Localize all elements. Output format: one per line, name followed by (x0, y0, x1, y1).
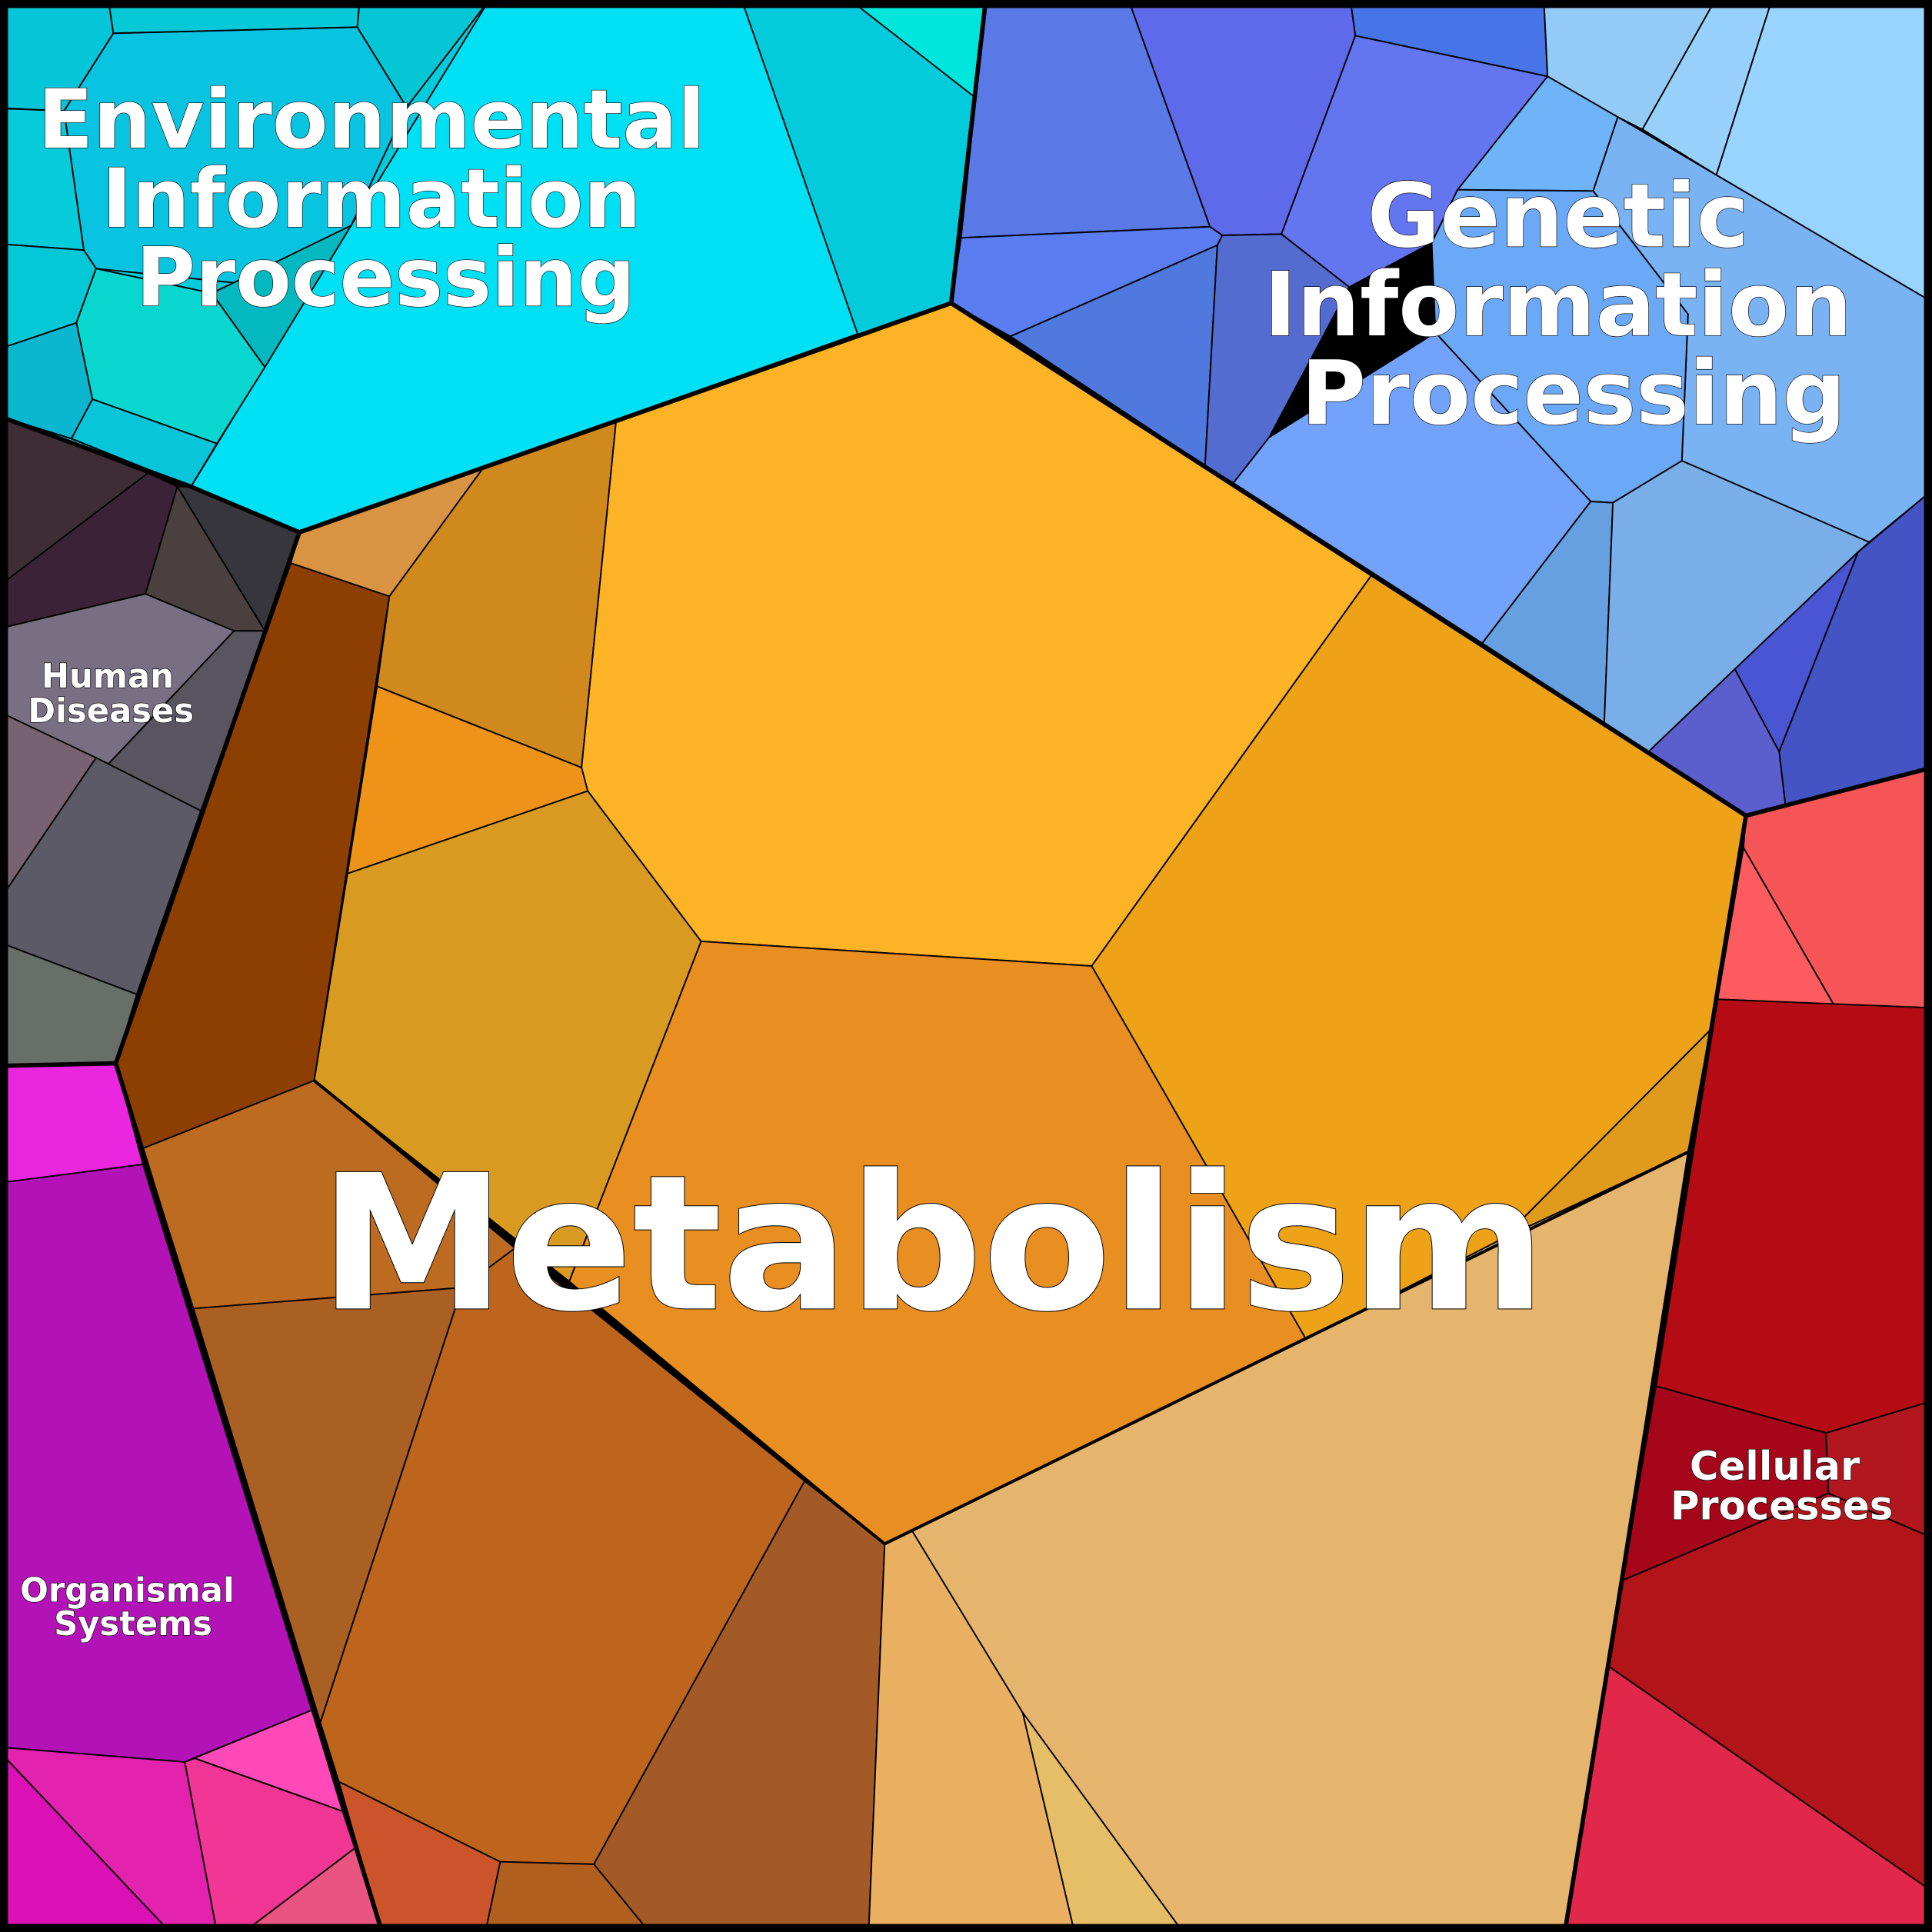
label-environmental: Environmental Information Processing (38, 72, 734, 325)
region-cellular (1564, 767, 1932, 1932)
label-genetic: Genetic Information Processing (1264, 165, 1883, 445)
label-human-diseases: Human Diseases (28, 658, 194, 731)
region-organismal (0, 1062, 383, 1932)
label-cellular: Cellular Processes (1671, 1444, 1893, 1529)
label-metabolism: Metabolism (319, 1135, 1546, 1353)
region-genetic (950, 0, 1932, 817)
labels: Environmental Information Processing Gen… (20, 72, 1894, 1644)
region-human-diseases (0, 415, 301, 1067)
region-environmental (0, 0, 987, 534)
label-organismal: Organismal Systems (20, 1572, 246, 1644)
